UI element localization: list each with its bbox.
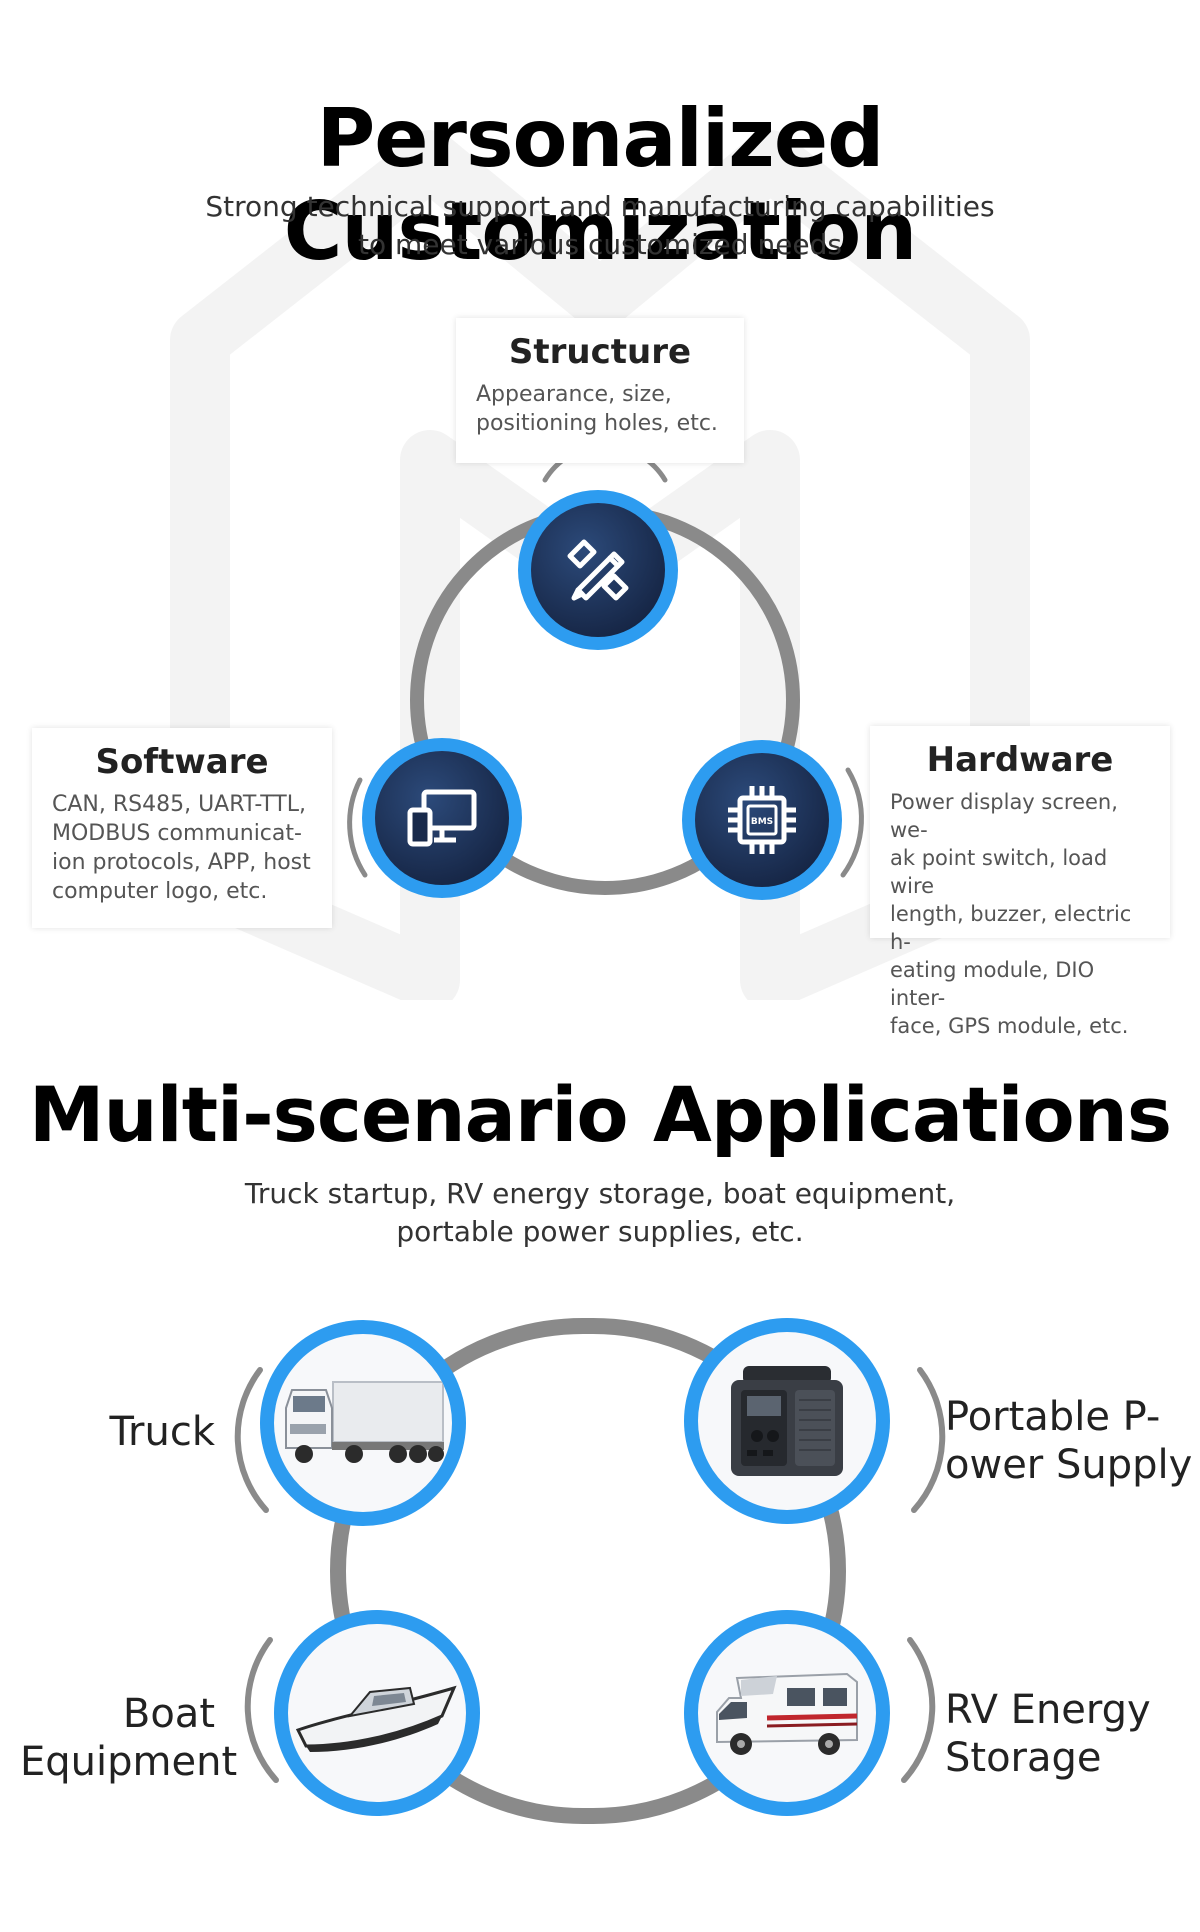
structure-description: Appearance, size, positioning holes, etc… bbox=[476, 382, 718, 436]
applications-ring bbox=[234, 1318, 946, 1824]
software-description: CAN, RS485, UART-TTL, MODBUS communicat-… bbox=[52, 792, 311, 904]
rv-node bbox=[684, 1610, 890, 1816]
structure-title: Structure bbox=[508, 332, 692, 372]
pencil-ruler-icon bbox=[567, 539, 629, 601]
hardware-node: BMS bbox=[682, 740, 842, 900]
truck-label: Truck bbox=[109, 1409, 215, 1455]
portable-power-label: Portable P- ower Supply bbox=[945, 1394, 1193, 1488]
truck-node bbox=[260, 1320, 466, 1526]
hardware-card: Hardware Power display screen, we- ak po… bbox=[870, 726, 1170, 1038]
applications-title: Multi-scenario Applications bbox=[28, 1070, 1172, 1159]
software-card: Software CAN, RS485, UART-TTL, MODBUS co… bbox=[32, 728, 332, 928]
devices-icon bbox=[407, 789, 477, 847]
structure-node bbox=[518, 490, 678, 650]
applications-subtitle: Truck startup, RV energy storage, boat e… bbox=[244, 1177, 956, 1248]
portable-power-node bbox=[684, 1318, 890, 1524]
page-title: Personalized Customization bbox=[283, 92, 917, 278]
software-title: Software bbox=[95, 742, 269, 782]
rv-label: RV Energy Storage bbox=[945, 1687, 1151, 1781]
section-subtitle: Strong technical support and manufacturi… bbox=[205, 190, 995, 261]
structure-card: Structure Appearance, size, positioning … bbox=[456, 318, 744, 463]
hardware-title: Hardware bbox=[926, 740, 1114, 780]
truck-icon bbox=[285, 1381, 444, 1463]
boat-node bbox=[274, 1610, 480, 1816]
rv-icon bbox=[716, 1672, 858, 1755]
watermark-logo-icon bbox=[170, 130, 1030, 1000]
boat-icon bbox=[295, 1685, 457, 1752]
boat-label: Boat Equipment bbox=[20, 1691, 238, 1785]
portable-power-station-icon bbox=[731, 1366, 843, 1476]
hardware-description: Power display screen, we- ak point switc… bbox=[890, 790, 1132, 1038]
bms-chip-label: BMS bbox=[751, 817, 773, 827]
software-node bbox=[362, 738, 522, 898]
bms-chip-icon: BMS bbox=[728, 786, 796, 854]
